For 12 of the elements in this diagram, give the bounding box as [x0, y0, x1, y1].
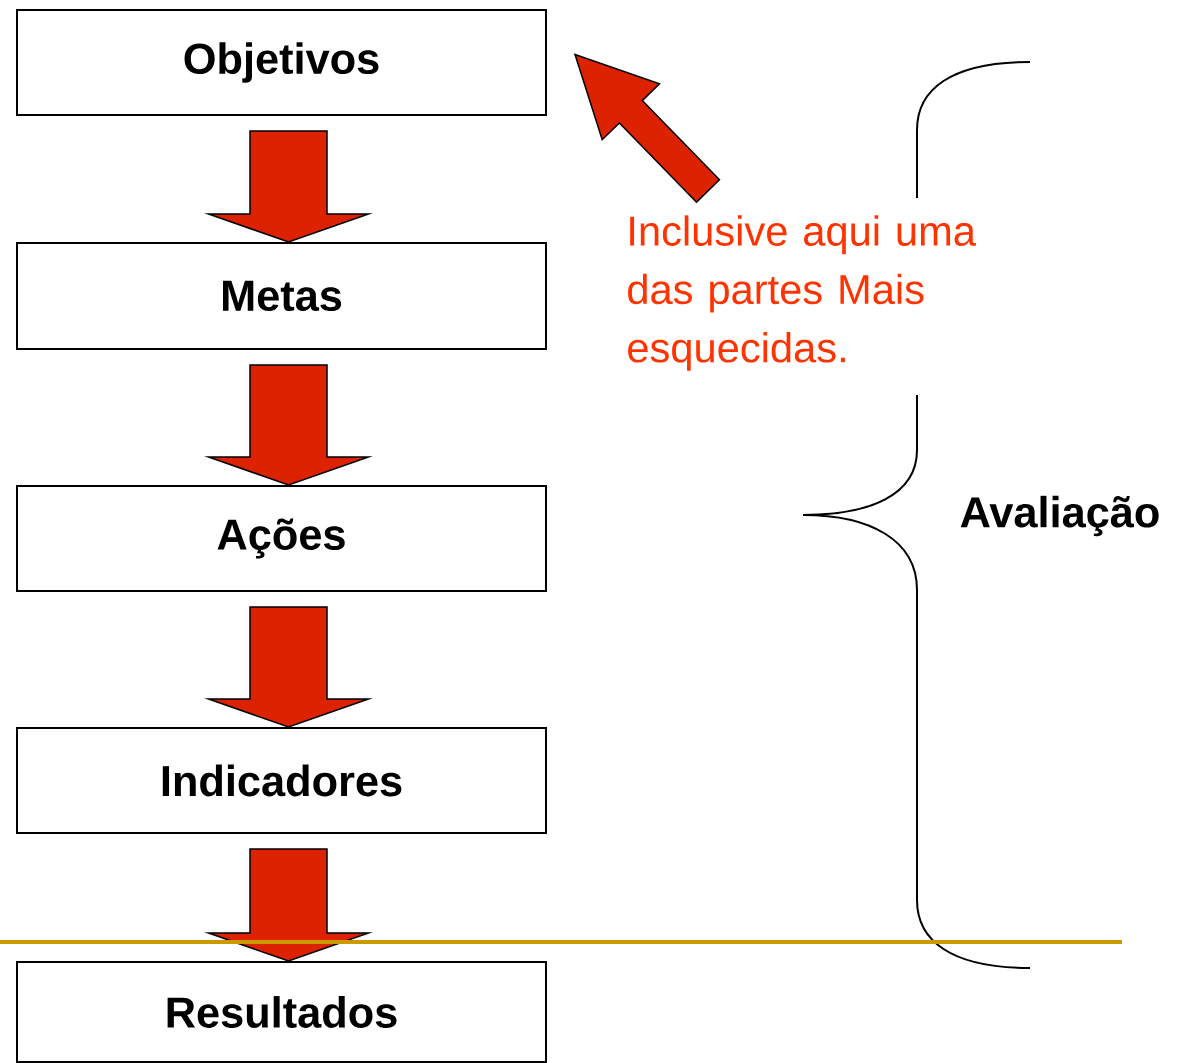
process-box: Objetivos	[16, 9, 547, 116]
process-box: Metas	[16, 242, 547, 350]
block-arrow	[573, 53, 721, 204]
note-text: Inclusive aqui uma das partes Mais esquecidas.	[628, 215, 976, 371]
process-box: Ações	[16, 485, 547, 592]
block-arrow	[204, 130, 373, 243]
brace-label: Avaliação	[960, 495, 1159, 537]
block-arrow	[204, 848, 373, 962]
block-arrow	[204, 606, 373, 728]
process-box: Indicadores	[16, 727, 547, 834]
block-arrow	[204, 364, 373, 486]
process-box: Resultados	[16, 961, 547, 1063]
